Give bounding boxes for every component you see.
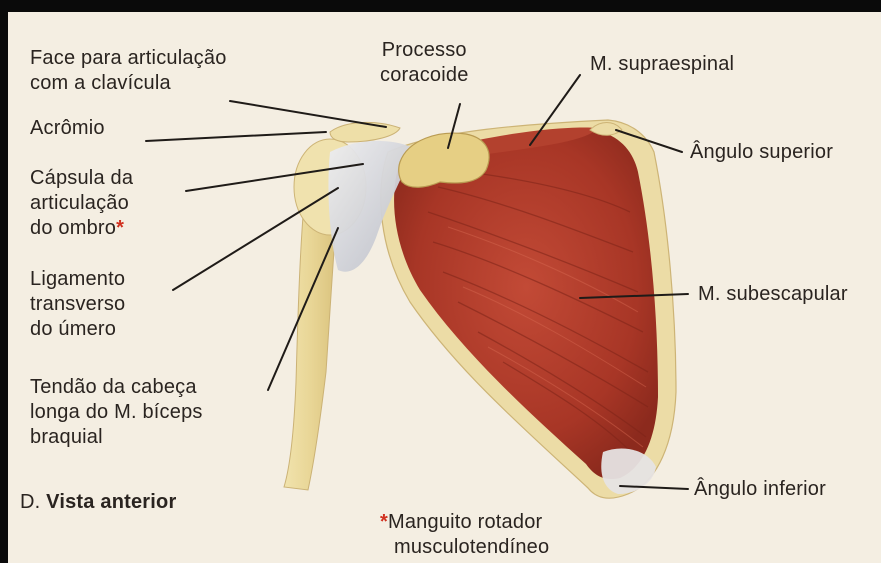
view-caption-prefix: D. (20, 491, 40, 513)
label-processo-line-1: Processo (380, 38, 469, 63)
footnote-asterisk: * (380, 511, 388, 533)
label-tendao-line-2: longa do M. bíceps (30, 400, 203, 425)
label-supraespinal: M. supraespinal (590, 52, 734, 77)
label-tendao-line-1: Tendão da cabeça (30, 375, 203, 400)
coracoid-process (399, 133, 489, 187)
footnote-manguito-line-1-text: Manguito rotador (388, 511, 542, 533)
label-processo: Processo coracoide (380, 38, 469, 88)
acromion (330, 122, 400, 142)
label-ligamento-line-1: Ligamento (30, 267, 125, 292)
label-subescapular: M. subescapular (698, 282, 848, 307)
label-ligamento-line-3: do úmero (30, 317, 125, 342)
footnote-manguito: *Manguito rotador musculotendíneo (380, 510, 549, 560)
footnote-manguito-line-1: *Manguito rotador (380, 510, 549, 535)
label-capsula-line-1: Cápsula da (30, 166, 133, 191)
label-face-articulacao-line-2: com a clavícula (30, 71, 227, 96)
label-acromio: Acrômio (30, 116, 105, 141)
label-face-articulacao: Face para articulação com a clavícula (30, 46, 227, 96)
label-tendao: Tendão da cabeça longa do M. bíceps braq… (30, 375, 203, 450)
asterisk-marker: * (116, 217, 124, 239)
label-angulo-inferior: Ângulo inferior (694, 477, 826, 502)
label-capsula-line-3: do ombro* (30, 216, 133, 241)
label-capsula: Cápsula da articulação do ombro* (30, 166, 133, 241)
label-capsula-line-2: articulação (30, 191, 133, 216)
label-angulo-superior: Ângulo superior (690, 140, 833, 165)
view-caption-title: Vista anterior (46, 491, 176, 513)
footnote-manguito-line-2: musculotendíneo (380, 535, 549, 560)
label-processo-line-2: coracoide (380, 63, 469, 88)
label-ligamento-line-2: transverso (30, 292, 125, 317)
label-ligamento: Ligamento transverso do úmero (30, 267, 125, 342)
label-tendao-line-3: braquial (30, 425, 203, 450)
label-face-articulacao-line-1: Face para articulação (30, 46, 227, 71)
label-capsula-line-3-text: do ombro (30, 217, 116, 239)
view-caption: D. Vista anterior (20, 490, 176, 515)
